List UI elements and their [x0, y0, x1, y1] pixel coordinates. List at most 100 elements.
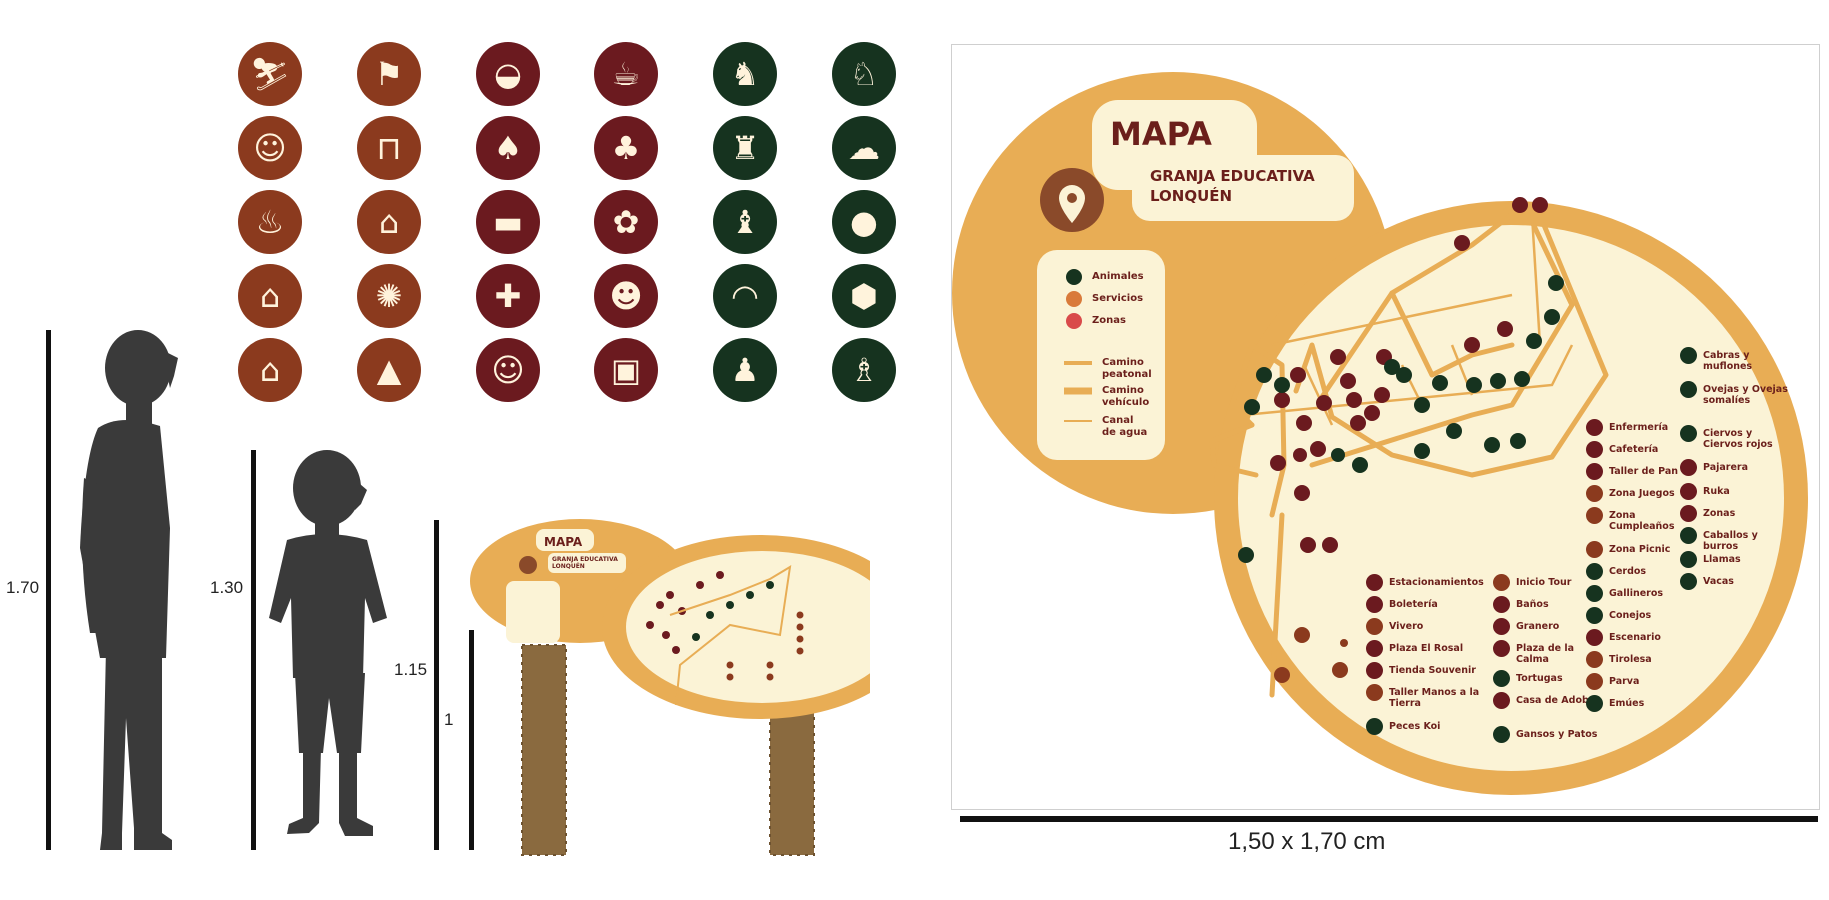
child-height-label: 1.30 [210, 578, 244, 597]
legend-item-label: Tirolesa [1609, 654, 1652, 665]
legend-item-icon [1586, 463, 1603, 480]
legend-list-item: Zona Picnic [1586, 541, 1701, 558]
farmer-flag-icon: ⚑ [357, 42, 421, 106]
legend-list-item: Vivero [1366, 618, 1481, 635]
legend-item-label: Taller Manos a la Tierra [1389, 687, 1480, 709]
legend-item-icon [1680, 381, 1697, 398]
legend-vehicle-path-label: Camino vehículo [1102, 385, 1150, 408]
legend-list-item: Tortugas [1493, 670, 1608, 687]
sign-preview-subtitle: GRANJA EDUCATIVA LONQUÉN [552, 556, 618, 570]
legend-item-label: Peces Koi [1389, 721, 1441, 732]
legend-list-item: Parva [1586, 673, 1701, 690]
hen-icon: ♠ [476, 116, 540, 180]
legend-walk-path-label: Camino peatonal [1102, 357, 1152, 380]
legend-item-icon [1366, 662, 1383, 679]
legend-item-icon [1493, 640, 1510, 657]
legend-item-label: Zonas [1703, 508, 1736, 519]
legend-item-icon [1680, 573, 1697, 590]
map-subtitle-line1: GRANJA EDUCATIVA [1150, 167, 1315, 185]
legend-item-label: Plaza de la Calma [1516, 643, 1575, 665]
rooster-icon: ♣ [594, 116, 658, 180]
legend-item-icon [1586, 541, 1603, 558]
legend-item-label: Cerdos [1609, 566, 1647, 577]
farmer-icon: ☺ [476, 338, 540, 402]
gift-icon: ✿ [594, 190, 658, 254]
legend-item-label: Baños [1516, 599, 1549, 610]
legend-item-icon [1586, 695, 1603, 712]
legend-list-item: Gansos y Patos [1493, 726, 1608, 743]
legend-list-item: Baños [1493, 596, 1608, 613]
legend-item-label: Taller de Pan [1609, 466, 1679, 477]
legend-item-label: Ruka [1703, 486, 1730, 497]
legend-item-label: Conejos [1609, 610, 1652, 621]
legend-item-label: Emúes [1609, 698, 1645, 709]
tent-icon: ▲ [357, 338, 421, 402]
legend-list-item: Enfermería [1586, 419, 1701, 436]
legend-list-item: Inicio Tour [1493, 574, 1608, 591]
legend-item-icon [1366, 718, 1383, 735]
child-silhouette [269, 450, 387, 836]
legend-list-item: Zonas [1680, 505, 1795, 522]
legend-item-icon [1493, 596, 1510, 613]
legend-list-item: Ovejas y Ovejas somalíes [1680, 381, 1795, 406]
legend-item-icon [1366, 640, 1383, 657]
sheep-icon: ☁ [832, 116, 896, 180]
legend-item-icon [1493, 574, 1510, 591]
legend-item-icon [1366, 618, 1383, 635]
legend-list-item: Pajarera [1680, 459, 1795, 476]
emu-icon: ♗ [832, 338, 896, 402]
legend-item-label: Ciervos y Ciervos rojos [1703, 428, 1773, 450]
turtle-icon: ⬢ [832, 264, 896, 328]
legend-item-label: Gansos y Patos [1516, 729, 1598, 740]
teapot-icon: ☕ [594, 42, 658, 106]
legend-list-item: Ruka [1680, 483, 1795, 500]
first-aid-icon: ✚ [476, 264, 540, 328]
legend-list-item: Boletería [1366, 596, 1481, 613]
legend-item-icon [1680, 505, 1697, 522]
sign-top-scale-line [434, 520, 439, 850]
legend-item-icon [1586, 507, 1603, 524]
legend-list-item: Emúes [1586, 695, 1701, 712]
sign-top-height-label: 1.15 [394, 660, 428, 679]
adult-silhouette [80, 330, 178, 850]
legend-item-label: Vivero [1389, 621, 1424, 632]
bee-icon: ✺ [357, 264, 421, 328]
car-icon: ▬ [476, 190, 540, 254]
birdhouse-icon: ⌂ [238, 264, 302, 328]
legend-list-item: Ciervos y Ciervos rojos [1680, 425, 1795, 450]
legend-item-icon [1586, 629, 1603, 646]
legend-list-item: Vacas [1680, 573, 1795, 590]
legend-item-icon [1586, 651, 1603, 668]
legend-item-icon [1366, 684, 1383, 701]
birdhouse-icon: ⌂ [238, 338, 302, 402]
legend-item-label: Zona Picnic [1609, 544, 1671, 555]
legend-list-item: Conejos [1586, 607, 1701, 624]
legend-list-item: Cabras y muflones [1680, 347, 1795, 372]
board-dimension-label: 1,50 x 1,70 cm [1228, 828, 1386, 855]
bbq-icon: ♨ [238, 190, 302, 254]
ticket-icon: ▣ [594, 338, 658, 402]
legend-item-label: Tienda Souvenir [1389, 665, 1476, 676]
board-dimension-line [960, 816, 1818, 822]
legend-item-label: Parva [1609, 676, 1640, 687]
sign-preview [470, 519, 870, 856]
sign-bottom-scale-line [469, 630, 474, 850]
legend-item-label: Vacas [1703, 576, 1734, 587]
map-title: MAPA [1110, 115, 1212, 153]
legend-item-icon [1680, 459, 1697, 476]
legend-item-icon [1586, 485, 1603, 502]
cow-icon: ♜ [713, 116, 777, 180]
legend-list-item: Casa de Adobe [1493, 692, 1608, 709]
oven-icon: ◒ [476, 42, 540, 106]
adult-height-label: 1.70 [6, 578, 40, 597]
legend-item-icon [1366, 596, 1383, 613]
legend-item-label: Plaza El Rosal [1389, 643, 1464, 654]
sign-preview-title: MAPA [544, 535, 583, 549]
legend-list-item: Plaza El Rosal [1366, 640, 1481, 657]
llama-icon: ♞ [713, 42, 777, 106]
legend-item-label: Ovejas y Ovejas somalíes [1703, 384, 1788, 406]
legend-item-icon [1493, 726, 1510, 743]
legend-item-icon [1680, 425, 1697, 442]
legend-item-label: Casa de Adobe [1516, 695, 1596, 706]
legend-item-icon [1586, 673, 1603, 690]
